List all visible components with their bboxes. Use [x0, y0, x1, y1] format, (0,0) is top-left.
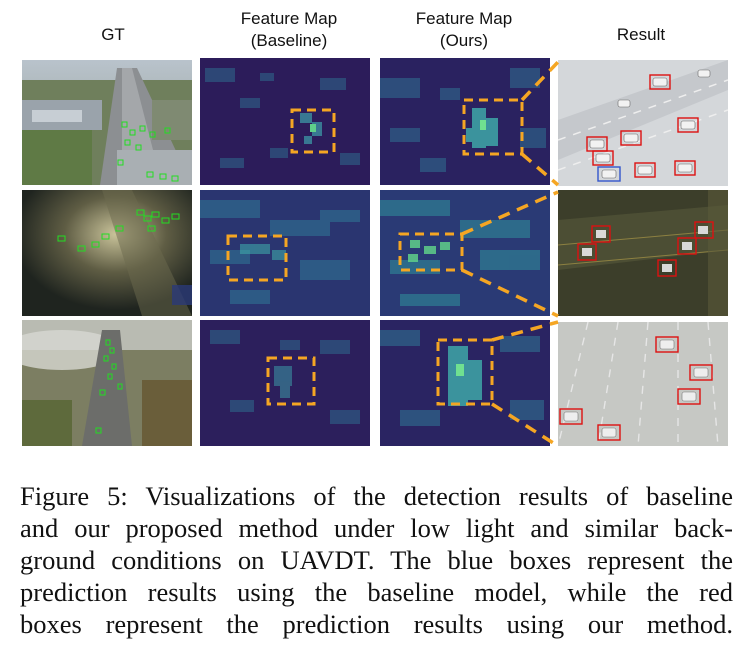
column-header-result: Result [556, 24, 726, 46]
column-header-baseline: Feature Map (Baseline) [200, 8, 378, 52]
baseline-feature-map-row1 [200, 58, 370, 185]
column-header-result-line: Result [616, 25, 666, 44]
gt-image-row1 [22, 60, 192, 185]
caption-line-4: prediction results using the baseline mo… [20, 577, 733, 607]
baseline-box-row1 [597, 166, 621, 182]
column-header-baseline-line1: Feature Map [240, 9, 338, 28]
result-image-row3 [558, 322, 728, 446]
column-header-ours-line2: (Ours) [439, 31, 489, 50]
column-header-gt: GT [22, 24, 204, 46]
figure-caption: Figure 5: Visualizations of the detectio… [20, 480, 733, 640]
column-header-baseline-line2: (Baseline) [250, 31, 328, 50]
gt-boxes-row2 [57, 209, 180, 252]
ours-boxes-row2 [577, 221, 714, 277]
highlight-box [266, 356, 316, 406]
caption-line-5: boxes represent the prediction results u… [20, 609, 733, 639]
gt-boxes-row3 [95, 339, 123, 434]
highlight-box [226, 234, 288, 282]
highlight-box [436, 338, 494, 406]
column-header-ours: Feature Map (Ours) [378, 8, 550, 52]
ours-boxes-row1 [586, 74, 699, 178]
highlight-box [398, 232, 464, 272]
caption-line-1: Figure 5: Visualizations of the detectio… [20, 481, 733, 511]
result-image-row1 [558, 60, 728, 186]
caption-line-3: ground conditions on UAVDT. The blue box… [20, 545, 733, 575]
highlight-box [462, 98, 524, 156]
ours-feature-map-row2 [380, 190, 550, 316]
gt-boxes-row1 [117, 121, 179, 182]
baseline-feature-map-row3 [200, 320, 370, 446]
ours-boxes-row3 [559, 336, 713, 441]
result-image-row2 [558, 190, 728, 316]
gt-image-row3 [22, 320, 192, 446]
column-header-gt-line: GT [101, 25, 125, 44]
column-header-ours-line1: Feature Map [415, 9, 513, 28]
caption-line-2: and our proposed method under low light … [20, 513, 733, 543]
ours-feature-map-row1 [380, 58, 550, 185]
baseline-feature-map-row2 [200, 190, 370, 316]
ours-feature-map-row3 [380, 320, 550, 446]
gt-image-row2 [22, 190, 192, 316]
highlight-box [290, 108, 336, 154]
